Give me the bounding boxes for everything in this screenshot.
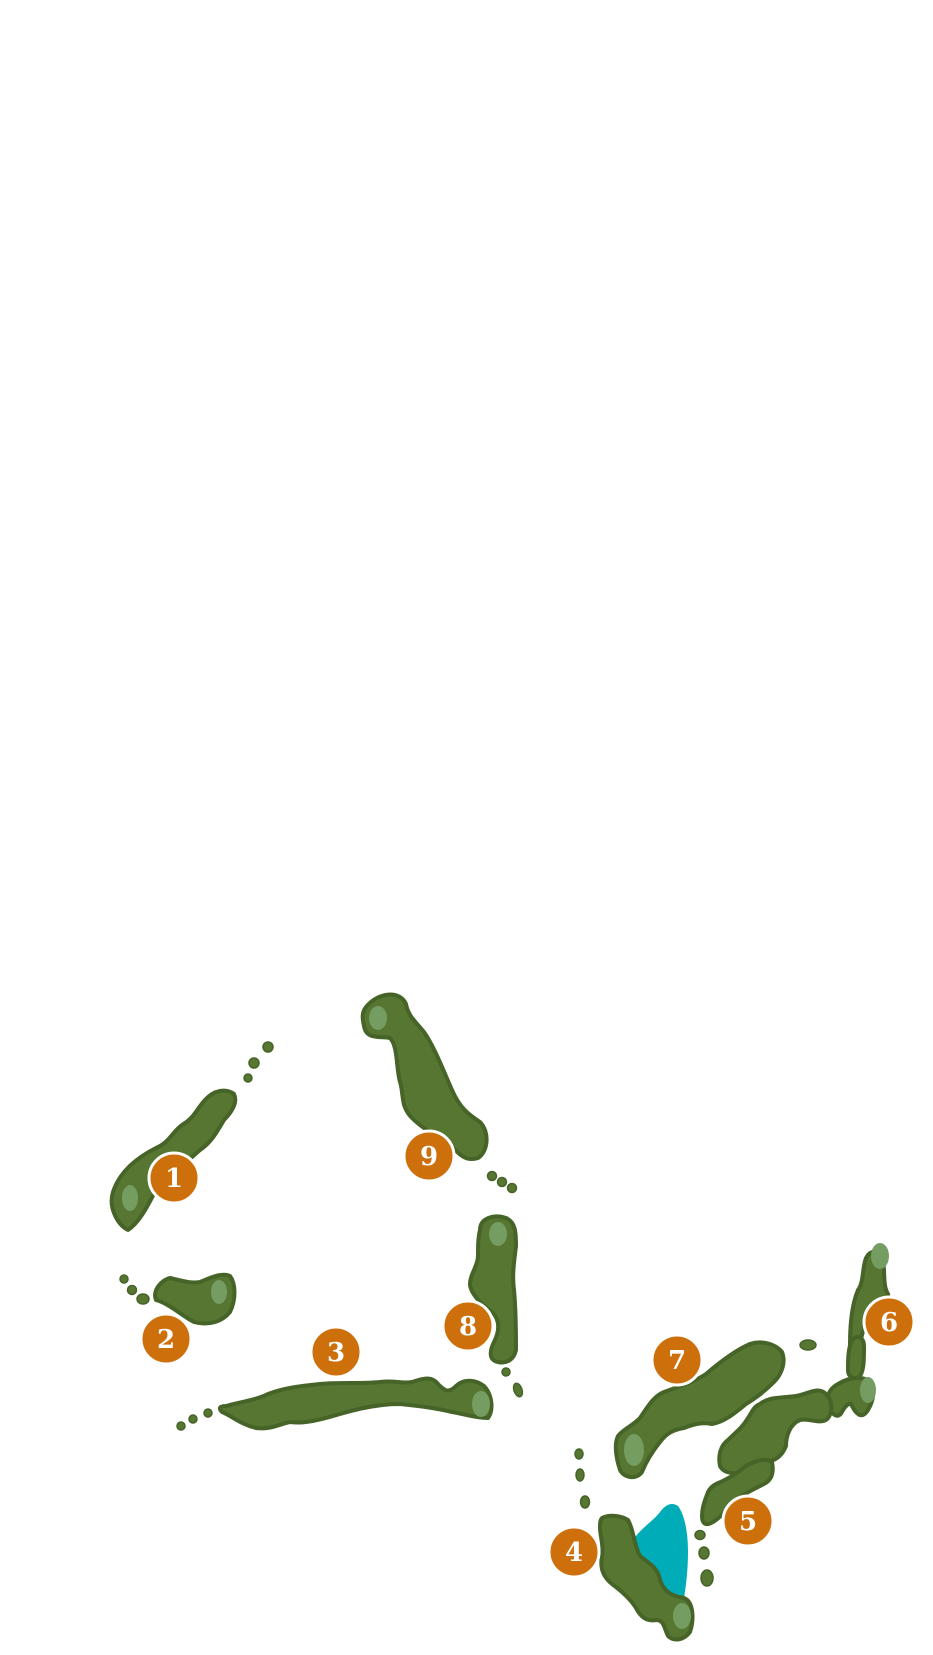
hole-marker-9[interactable]: 9 <box>402 1129 456 1183</box>
hole-3 <box>176 1376 494 1431</box>
hole-number-5: 5 <box>739 1507 757 1537</box>
hole-number-3: 3 <box>327 1338 345 1368</box>
hole-6-green <box>871 1243 889 1269</box>
hole-marker-3[interactable]: 3 <box>309 1325 363 1379</box>
hole-number-7: 7 <box>668 1346 686 1376</box>
hole-8-tee-boxes <box>501 1367 524 1398</box>
hole-marker-7[interactable]: 7 <box>650 1333 704 1387</box>
hole-number-4: 4 <box>565 1538 583 1568</box>
hole-3-fairway <box>217 1376 494 1431</box>
hole-marker-6[interactable]: 6 <box>862 1295 916 1349</box>
hole-7-green <box>624 1434 644 1466</box>
hole-5-green <box>860 1377 876 1403</box>
hole-5 <box>694 1375 876 1587</box>
hole-6-fairway-lower <box>846 1335 866 1380</box>
hole-marker-8[interactable]: 8 <box>441 1299 495 1353</box>
hole-marker-1[interactable]: 1 <box>147 1151 201 1205</box>
hole-2 <box>119 1272 237 1326</box>
hole-7 <box>613 1340 786 1479</box>
hole-3-green <box>472 1391 490 1417</box>
hole-4-green <box>673 1603 691 1629</box>
hole-number-2: 2 <box>157 1325 175 1355</box>
hole-4-tee-boxes <box>574 1448 591 1509</box>
hole-1-green <box>122 1185 138 1211</box>
hole-number-6: 6 <box>880 1308 898 1338</box>
hole-8-green <box>489 1222 507 1246</box>
hole-number-8: 8 <box>459 1312 477 1342</box>
hole-6-tee-box <box>799 1339 817 1351</box>
hole-1 <box>109 1041 274 1232</box>
hole-3-tee-boxes <box>176 1408 213 1431</box>
hole-2-tee-boxes <box>119 1274 150 1305</box>
hole-marker-4[interactable]: 4 <box>547 1525 601 1579</box>
hole-9-tee-boxes <box>486 1170 518 1194</box>
hole-4-fairway <box>598 1513 695 1642</box>
hole-2-green <box>211 1280 227 1304</box>
hole-marker-5[interactable]: 5 <box>721 1494 775 1548</box>
hole-9-fairway <box>360 992 489 1161</box>
hole-5-tee-boxes <box>694 1529 714 1587</box>
hole-8 <box>468 1214 524 1398</box>
hole-7-fairway <box>613 1340 786 1479</box>
hole-4 <box>574 1448 695 1642</box>
hole-4-water-hazard <box>633 1504 688 1599</box>
hole-number-1: 1 <box>165 1164 183 1194</box>
hole-9-green <box>369 1006 387 1030</box>
hole-9 <box>360 992 518 1194</box>
hole-5-fairway-middle <box>717 1388 834 1476</box>
hole-1-tee-boxes <box>243 1041 274 1083</box>
hole-8-fairway <box>468 1214 518 1365</box>
hole-marker-2[interactable]: 2 <box>139 1312 193 1366</box>
hole-number-9: 9 <box>420 1142 438 1172</box>
